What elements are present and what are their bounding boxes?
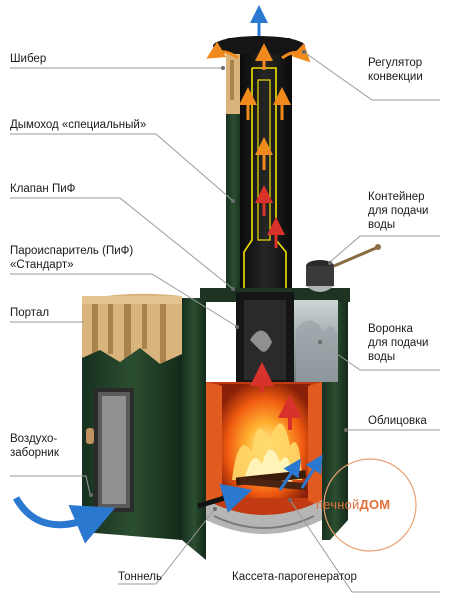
- leader-lines: [10, 50, 440, 593]
- label-regulator: Регулятор конвекции: [368, 57, 423, 83]
- label-voronka: Воронка для подачи воды: [368, 323, 429, 363]
- label-container: Контейнер для подачи воды: [368, 191, 429, 231]
- label-shiber: Шибер: [10, 53, 47, 65]
- stove-body: [182, 288, 350, 560]
- watermark-circle: [323, 458, 417, 552]
- label-paroisparitel: Пароиспаритель (ПиФ) «Стандарт»: [10, 245, 134, 271]
- label-portal: Портал: [10, 307, 50, 319]
- portal: [82, 293, 182, 540]
- label-vozdukhozabornik: Воздухо- заборник: [10, 433, 59, 459]
- watermark-logo: печнойДОМ: [316, 497, 391, 512]
- label-klapan: Клапан ПиФ: [10, 183, 76, 195]
- label-kasseta: Кассета-парогенератор: [232, 571, 357, 583]
- label-tonnel: Тоннель: [118, 571, 162, 583]
- label-dymokhod: Дымоход «специальный»: [10, 119, 147, 131]
- label-oblitsovka: Облицовка: [368, 415, 427, 427]
- steam-section: [294, 244, 381, 382]
- air-intake-arrow: [12, 496, 116, 544]
- chimney: [206, 5, 311, 330]
